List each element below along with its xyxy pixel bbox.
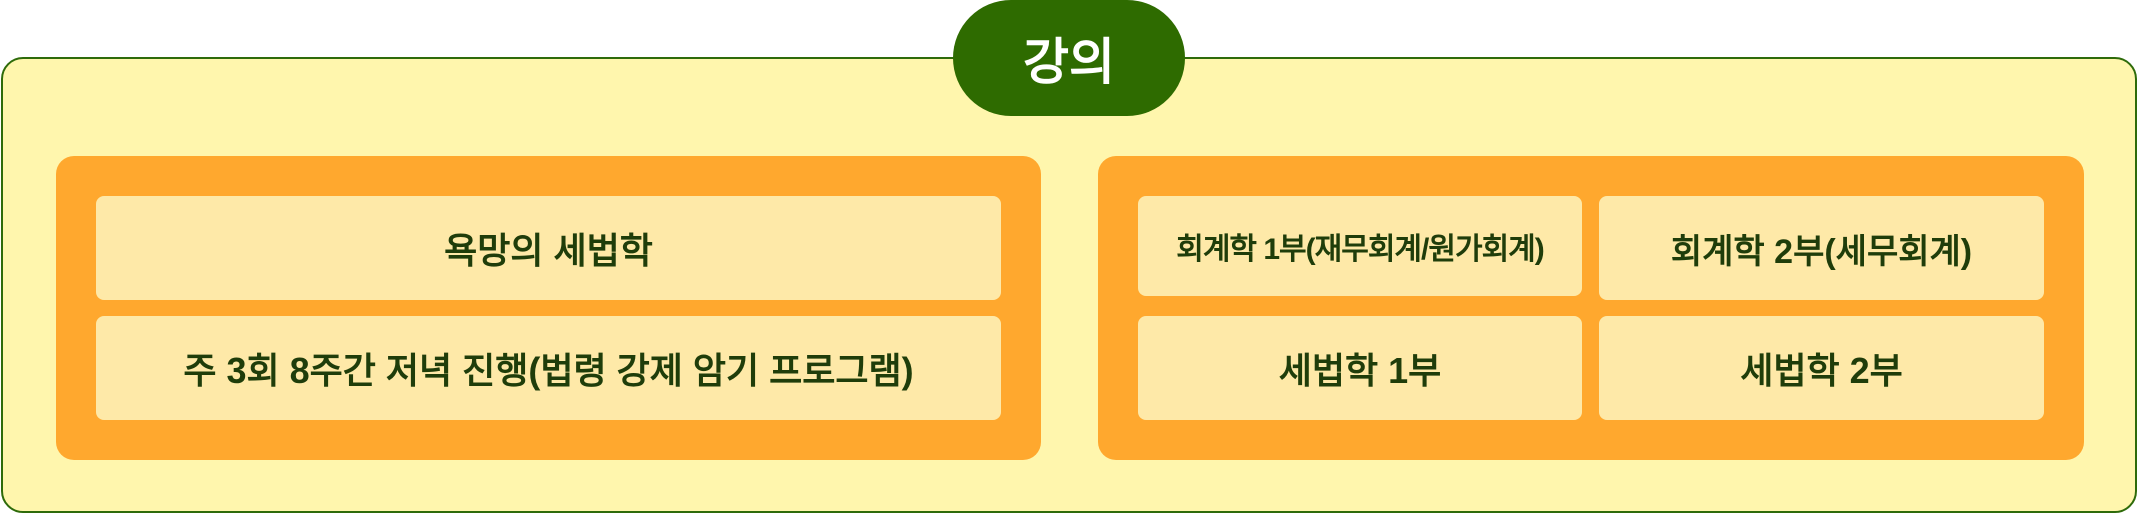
lecture-item-label: 회계학 1부(재무회계/원가회계) (1176, 233, 1545, 266)
section-title: 강의 (1023, 34, 1115, 90)
lecture-item[interactable]: 회계학 1부(재무회계/원가회계) (1138, 196, 1582, 296)
lecture-item-label: 욕망의 세법학 (444, 230, 653, 271)
lecture-item-label: 세법학 1부 (1278, 350, 1442, 391)
lecture-item-label: 주 3회 8주간 저녁 진행(법령 강제 암기 프로그램) (183, 350, 914, 391)
lecture-item[interactable]: 욕망의 세법학 (96, 196, 1001, 300)
lecture-item[interactable]: 회계학 2부(세무회계) (1599, 196, 2044, 300)
lecture-item[interactable]: 세법학 1부 (1138, 316, 1582, 420)
lecture-item[interactable]: 주 3회 8주간 저녁 진행(법령 강제 암기 프로그램) (96, 316, 1001, 420)
lecture-item-label: 회계학 2부(세무회계) (1670, 232, 1973, 271)
section-title-badge: 강의 (953, 0, 1185, 116)
lecture-item-label: 세법학 2부 (1740, 350, 1903, 391)
lecture-item[interactable]: 세법학 2부 (1599, 316, 2044, 420)
